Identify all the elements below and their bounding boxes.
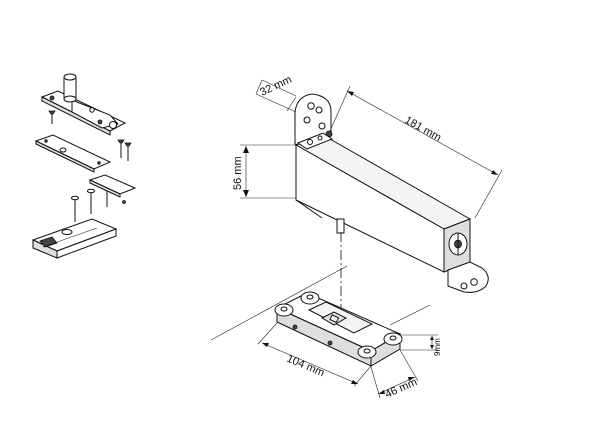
lower-plate — [88, 174, 137, 204]
dimension-32mm: 32 mm — [255, 74, 297, 113]
dim-label-56mm: 56 mm — [232, 156, 244, 190]
floor-base-plate — [210, 265, 431, 367]
dim-label-9mm: 9mm — [433, 338, 442, 356]
dimension-56mm: 56 mm — [232, 144, 296, 199]
dimension-9mm: 9mm — [400, 334, 442, 356]
floor-housing — [31, 218, 118, 259]
end-foot-flange — [447, 261, 489, 293]
dim-label-104mm: 104 mm — [285, 353, 326, 380]
top-screws — [48, 110, 132, 161]
door-closer-body — [294, 93, 489, 293]
exploded-assembly-view — [31, 73, 137, 259]
dim-label-32mm: 32 mm — [258, 74, 294, 99]
dim-label-46mm: 46 mm — [383, 376, 419, 401]
dim-label-181mm: 181 mm — [403, 114, 444, 144]
pivot-arm-plate — [40, 73, 127, 136]
middle-cover-plate — [34, 134, 112, 173]
